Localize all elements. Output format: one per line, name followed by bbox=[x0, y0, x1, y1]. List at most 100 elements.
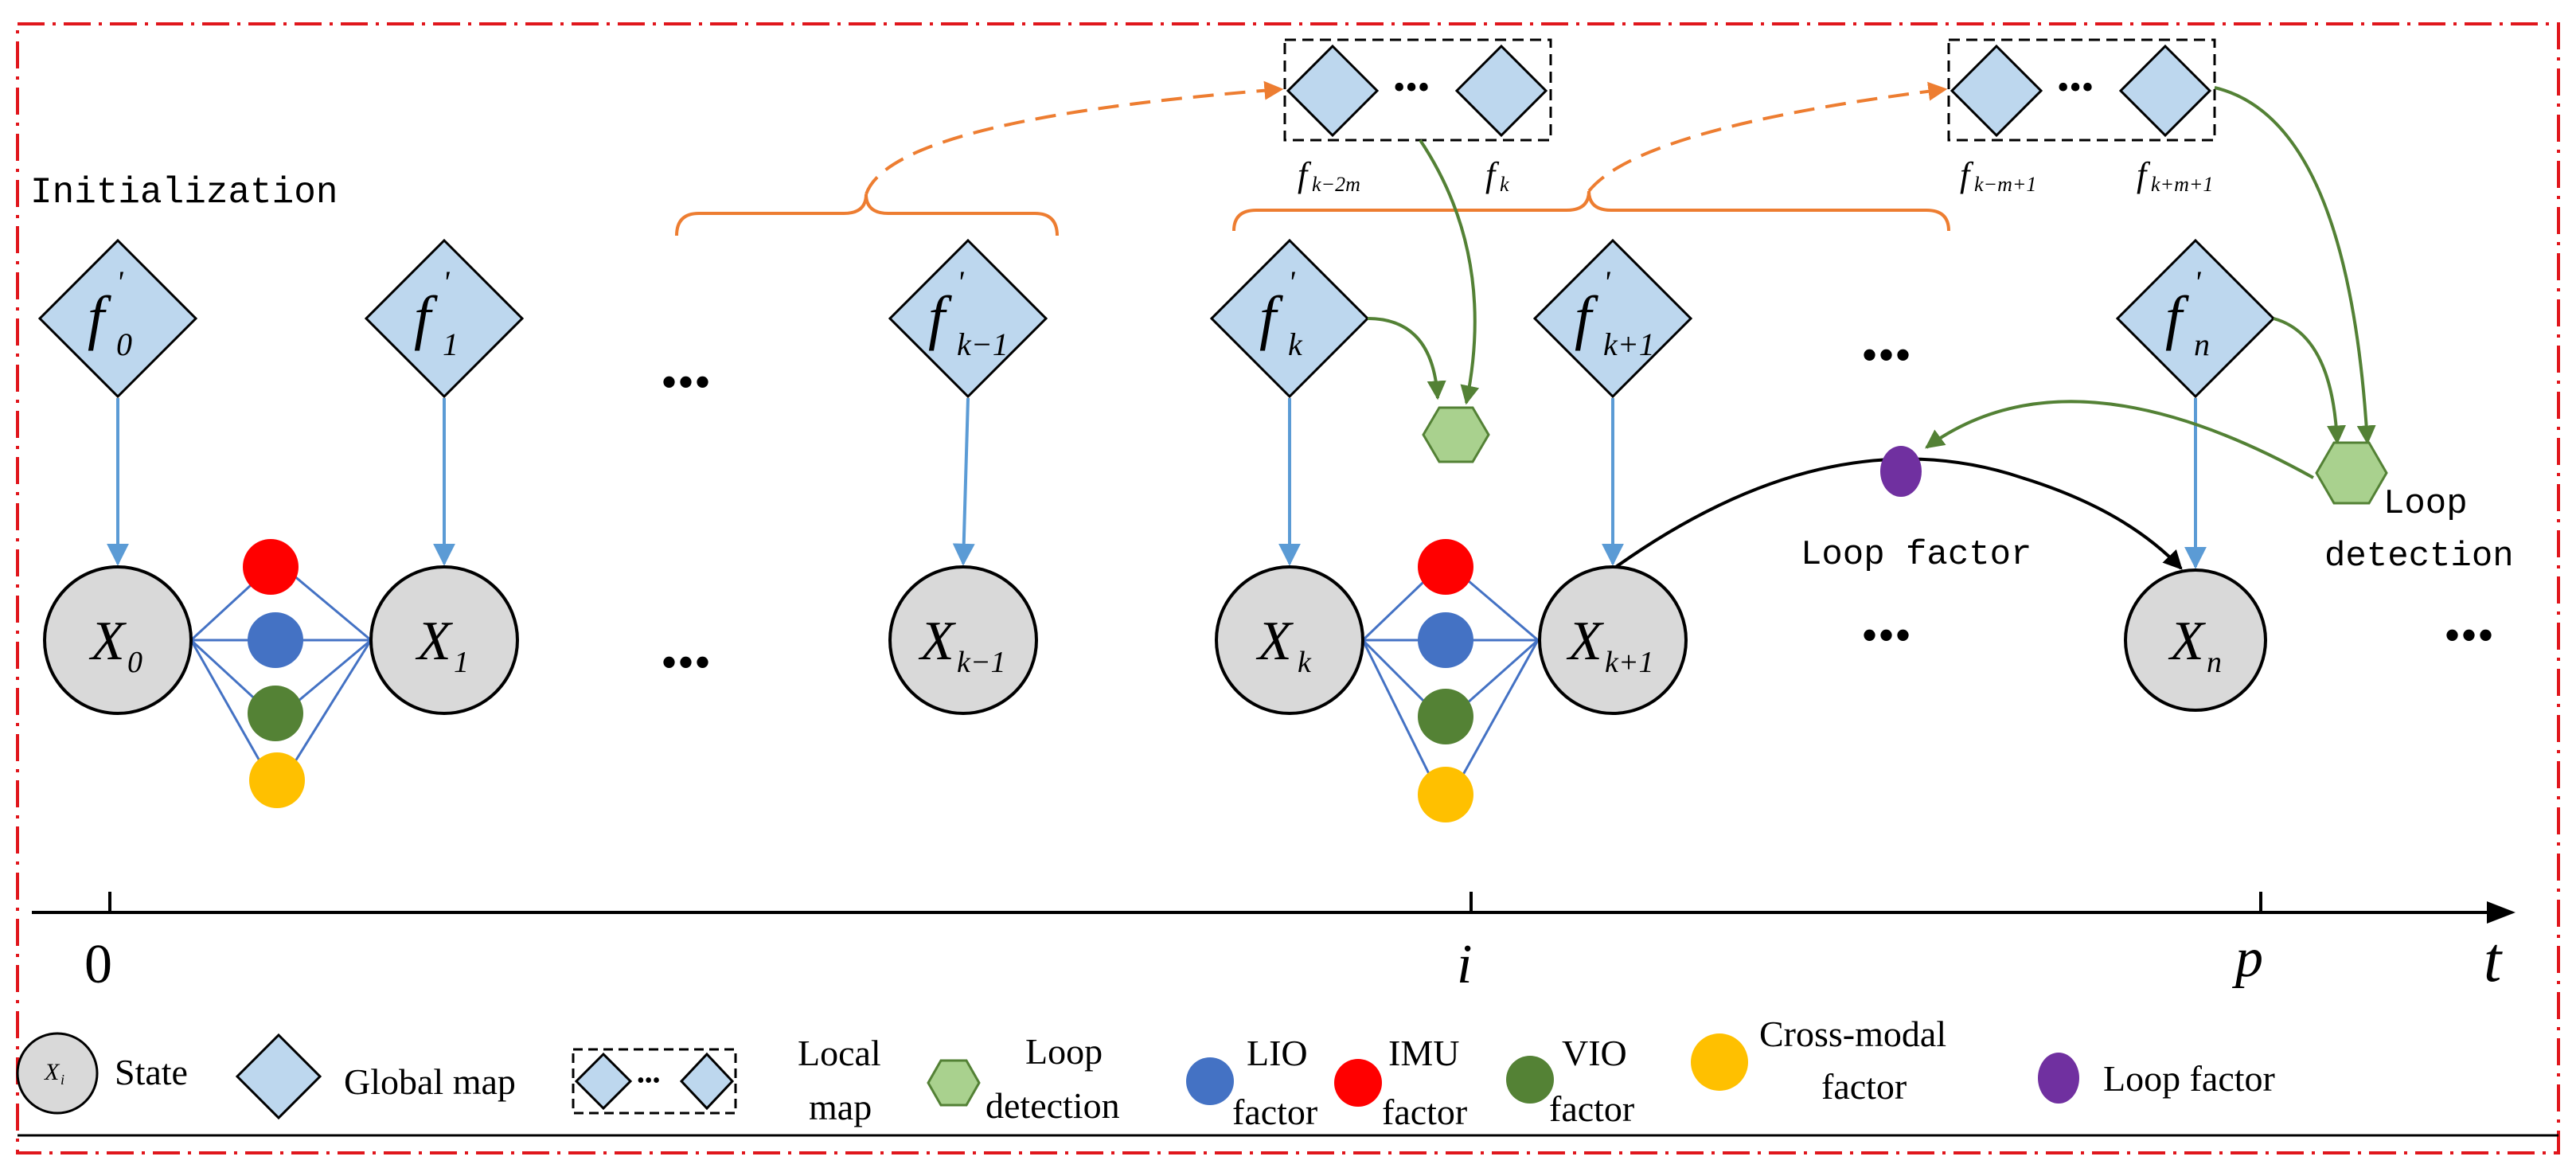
vio-factor-2 bbox=[1418, 689, 1473, 744]
legend-lio-icon bbox=[1186, 1057, 1234, 1105]
local-map-b-label-left: f bbox=[1960, 155, 1974, 194]
legend-loop-detection-label-1: Loop bbox=[1025, 1031, 1103, 1072]
tick-label-0: 0 bbox=[84, 934, 112, 995]
legend-local-map-label-1: Local bbox=[798, 1033, 881, 1073]
orange-brace-right bbox=[1232, 190, 1950, 232]
legend-local-map-label-2: map bbox=[809, 1087, 872, 1127]
legend-global-map-label: Global map bbox=[344, 1061, 516, 1102]
initialization-label: Initialization bbox=[30, 172, 338, 213]
vio-factor-1 bbox=[248, 686, 303, 741]
svg-text:': ' bbox=[2194, 264, 2202, 300]
svg-text:': ' bbox=[957, 264, 965, 300]
svg-text:X: X bbox=[1255, 611, 1294, 672]
svg-text:X: X bbox=[415, 611, 454, 672]
keyframe-fk-1: f ' k−1 bbox=[888, 238, 1048, 399]
local-map-b-label-left-sub: k−m+1 bbox=[1974, 173, 2036, 196]
legend-loop-factor-icon bbox=[2038, 1053, 2079, 1104]
loop-detection-label-1: Loop bbox=[2383, 484, 2468, 524]
legend-cross-modal-icon bbox=[1691, 1033, 1748, 1091]
tick-label-p: p bbox=[2231, 928, 2263, 989]
svg-text:•••: ••• bbox=[2057, 68, 2094, 107]
svg-text:k+1: k+1 bbox=[1605, 646, 1654, 679]
svg-text:0: 0 bbox=[116, 326, 132, 362]
svg-text:i: i bbox=[60, 1072, 64, 1088]
legend-state-label: State bbox=[115, 1052, 188, 1092]
keyframe-fk: f ' k bbox=[1209, 238, 1370, 399]
keyframe-fn: f ' n bbox=[2115, 238, 2276, 399]
local-map-a-label-left-sub: k−2m bbox=[1312, 173, 1360, 196]
green-arrow-mapb-hex2 bbox=[2214, 86, 2376, 445]
svg-text:': ' bbox=[116, 264, 124, 300]
legend-global-map-icon bbox=[235, 1033, 322, 1120]
legend-lio-label-2: factor bbox=[1232, 1092, 1317, 1132]
svg-text:': ' bbox=[443, 264, 451, 300]
legend-imu-icon bbox=[1334, 1059, 1382, 1107]
factor-links-2 bbox=[1361, 565, 1540, 795]
state-xk+1: X k+1 bbox=[1538, 565, 1688, 715]
ellipsis-far-right: ••• bbox=[2444, 609, 2494, 662]
svg-text:X: X bbox=[44, 1059, 60, 1085]
axis-end-label-t: t bbox=[2484, 925, 2503, 995]
imu-factor-2 bbox=[1418, 539, 1473, 595]
keyframe-f0: f ' 0 bbox=[37, 238, 198, 399]
green-arrow-fn-hex2 bbox=[2273, 317, 2347, 445]
time-axis-arrowhead bbox=[2487, 901, 2516, 924]
state-x0: X 0 bbox=[43, 565, 193, 715]
local-map-a: ••• bbox=[1283, 38, 1552, 142]
svg-text:0: 0 bbox=[127, 646, 142, 679]
svg-text:': ' bbox=[1288, 264, 1296, 300]
svg-text:X: X bbox=[1566, 611, 1605, 672]
lio-factor-1 bbox=[248, 612, 303, 668]
local-map-a-label-left: f bbox=[1298, 155, 1312, 194]
legend-imu-label-2: factor bbox=[1382, 1092, 1467, 1132]
svg-text:1: 1 bbox=[443, 326, 459, 362]
state-x1: X 1 bbox=[369, 565, 519, 715]
legend-cross-modal-label-1: Cross-modal bbox=[1759, 1014, 1946, 1054]
svg-text:X: X bbox=[88, 611, 127, 672]
svg-text:n: n bbox=[2194, 326, 2210, 362]
legend-imu-label-1: IMU bbox=[1388, 1033, 1459, 1073]
legend-loop-detection-label-2: detection bbox=[986, 1085, 1120, 1126]
edge-fkm1-xkm1 bbox=[952, 397, 975, 566]
orange-brace-left bbox=[675, 193, 1059, 236]
local-map-a-label-right-sub: k bbox=[1500, 173, 1509, 196]
svg-text:X: X bbox=[2168, 611, 2207, 672]
factor-links-1 bbox=[189, 565, 373, 781]
svg-text:': ' bbox=[1603, 264, 1611, 300]
state-xn: X n bbox=[2124, 568, 2267, 712]
legend-vio-label-1: VIO bbox=[1562, 1033, 1627, 1073]
ellipsis-mid-left: ••• bbox=[661, 636, 711, 689]
legend-local-map-icon: ••• bbox=[572, 1048, 737, 1115]
svg-text:•••: ••• bbox=[1393, 68, 1430, 107]
state-xk-1: X k−1 bbox=[888, 565, 1038, 715]
svg-text:•••: ••• bbox=[637, 1068, 660, 1093]
keyframe-f1: f ' 1 bbox=[364, 238, 525, 399]
imu-factor-1 bbox=[243, 539, 299, 595]
cross-modal-factor-2 bbox=[1418, 767, 1473, 822]
loop-detection-hex-2 bbox=[2315, 441, 2388, 505]
svg-text:k: k bbox=[1288, 326, 1303, 362]
svg-text:k−1: k−1 bbox=[957, 326, 1009, 362]
legend-cross-modal-label-2: factor bbox=[1821, 1066, 1907, 1107]
legend-lio-label-1: LIO bbox=[1247, 1033, 1308, 1073]
local-map-b: ••• bbox=[1947, 38, 2216, 142]
green-arrow-mapa-hex bbox=[1419, 139, 1480, 405]
legend-vio-icon bbox=[1506, 1056, 1554, 1104]
svg-text:k: k bbox=[1298, 646, 1312, 679]
loop-factor-node bbox=[1880, 446, 1922, 497]
legend: X i State Global map ••• Local map Loop … bbox=[16, 1014, 2275, 1132]
svg-text:k+1: k+1 bbox=[1603, 326, 1655, 362]
outer-frame bbox=[16, 22, 2560, 1154]
orange-dashed-arrow-b bbox=[1587, 81, 1948, 193]
green-arrow-fk-hex bbox=[1367, 317, 1446, 400]
local-map-b-label-right: f bbox=[2137, 155, 2151, 194]
loop-detection-hex-1 bbox=[1422, 406, 1490, 463]
loop-detection-label-2: detection bbox=[2324, 537, 2514, 576]
local-map-a-label-right: f bbox=[1485, 155, 1500, 194]
lio-factor-2 bbox=[1418, 612, 1473, 668]
legend-vio-label-2: factor bbox=[1549, 1088, 1634, 1129]
ellipsis-mid-right: ••• bbox=[1861, 609, 1911, 662]
svg-text:k−1: k−1 bbox=[957, 646, 1006, 679]
svg-text:1: 1 bbox=[454, 646, 469, 679]
